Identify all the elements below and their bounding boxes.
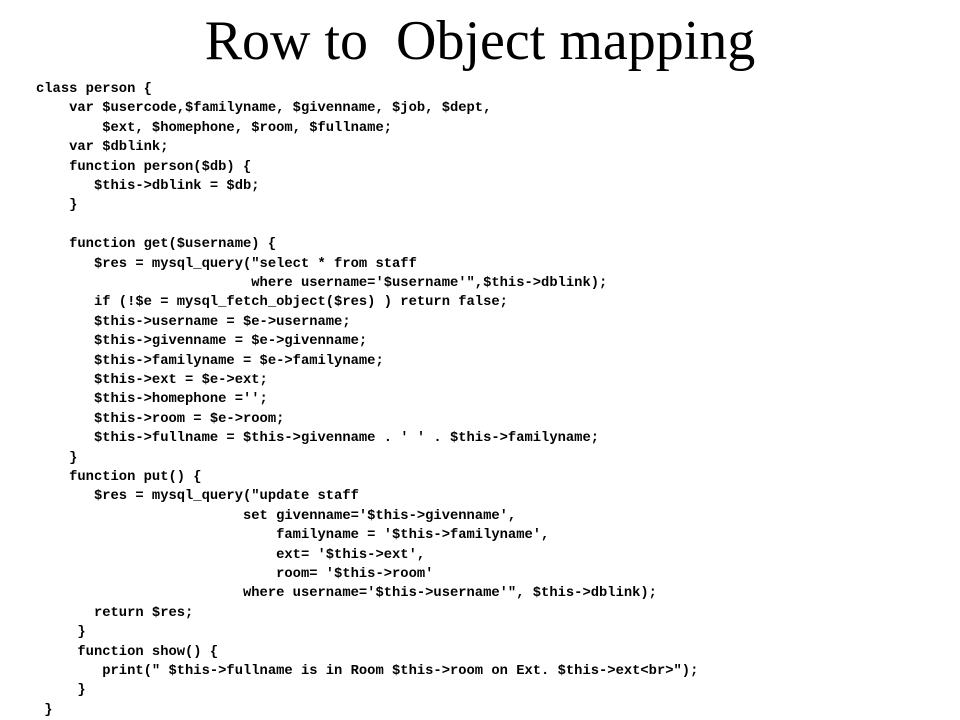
- code-line: $this->givenname = $e->givenname;: [36, 334, 368, 350]
- code-line: var $usercode,$familyname, $givenname, $…: [36, 101, 492, 117]
- code-line: $ext, $homephone, $room, $fullname;: [36, 120, 393, 136]
- code-line: }: [36, 198, 78, 214]
- code-line: $this->homephone ='';: [36, 392, 268, 408]
- code-line: return $res;: [36, 605, 194, 621]
- code-line: }: [36, 450, 78, 466]
- code-line: room= '$this->room': [36, 567, 434, 582]
- code-line: $this->room = $e->room;: [36, 411, 285, 427]
- code-line: $this->ext = $e->ext;: [36, 373, 268, 388]
- code-line: $this->fullname = $this->givenname . ' '…: [36, 431, 600, 447]
- code-line: $this->dblink = $db;: [36, 179, 260, 194]
- code-line: }: [36, 683, 86, 699]
- code-line: familyname = '$this->familyname',: [36, 528, 550, 544]
- code-line: $res = mysql_query("update staff: [36, 489, 359, 505]
- code-line: }: [36, 625, 86, 641]
- code-line: where username='$this->username'", $this…: [36, 586, 657, 602]
- code-line: var $dblink;: [36, 140, 169, 156]
- code-line: $this->familyname = $e->familyname;: [36, 353, 384, 369]
- code-line: class person {: [36, 82, 152, 97]
- code-line: if (!$e = mysql_fetch_object($res) ) ret…: [36, 295, 508, 311]
- code-line: function put() {: [36, 470, 202, 485]
- code-line: $res = mysql_query("select * from staff: [36, 256, 417, 272]
- code-line: }: [36, 702, 53, 718]
- code-line: where username='$username'",$this->dblin…: [36, 276, 608, 291]
- code-line: function get($username) {: [36, 237, 277, 253]
- slide-title: Row to Object mapping: [204, 10, 756, 72]
- code-line: function show() {: [36, 644, 219, 660]
- code-line: print(" $this->fullname is in Room $this…: [36, 664, 699, 679]
- code-line: set givenname='$this->givenname',: [36, 508, 517, 524]
- code-line: ext= '$this->ext',: [36, 547, 426, 563]
- code-line: function person($db) {: [36, 159, 252, 175]
- code-line: $this->username = $e->username;: [36, 314, 351, 330]
